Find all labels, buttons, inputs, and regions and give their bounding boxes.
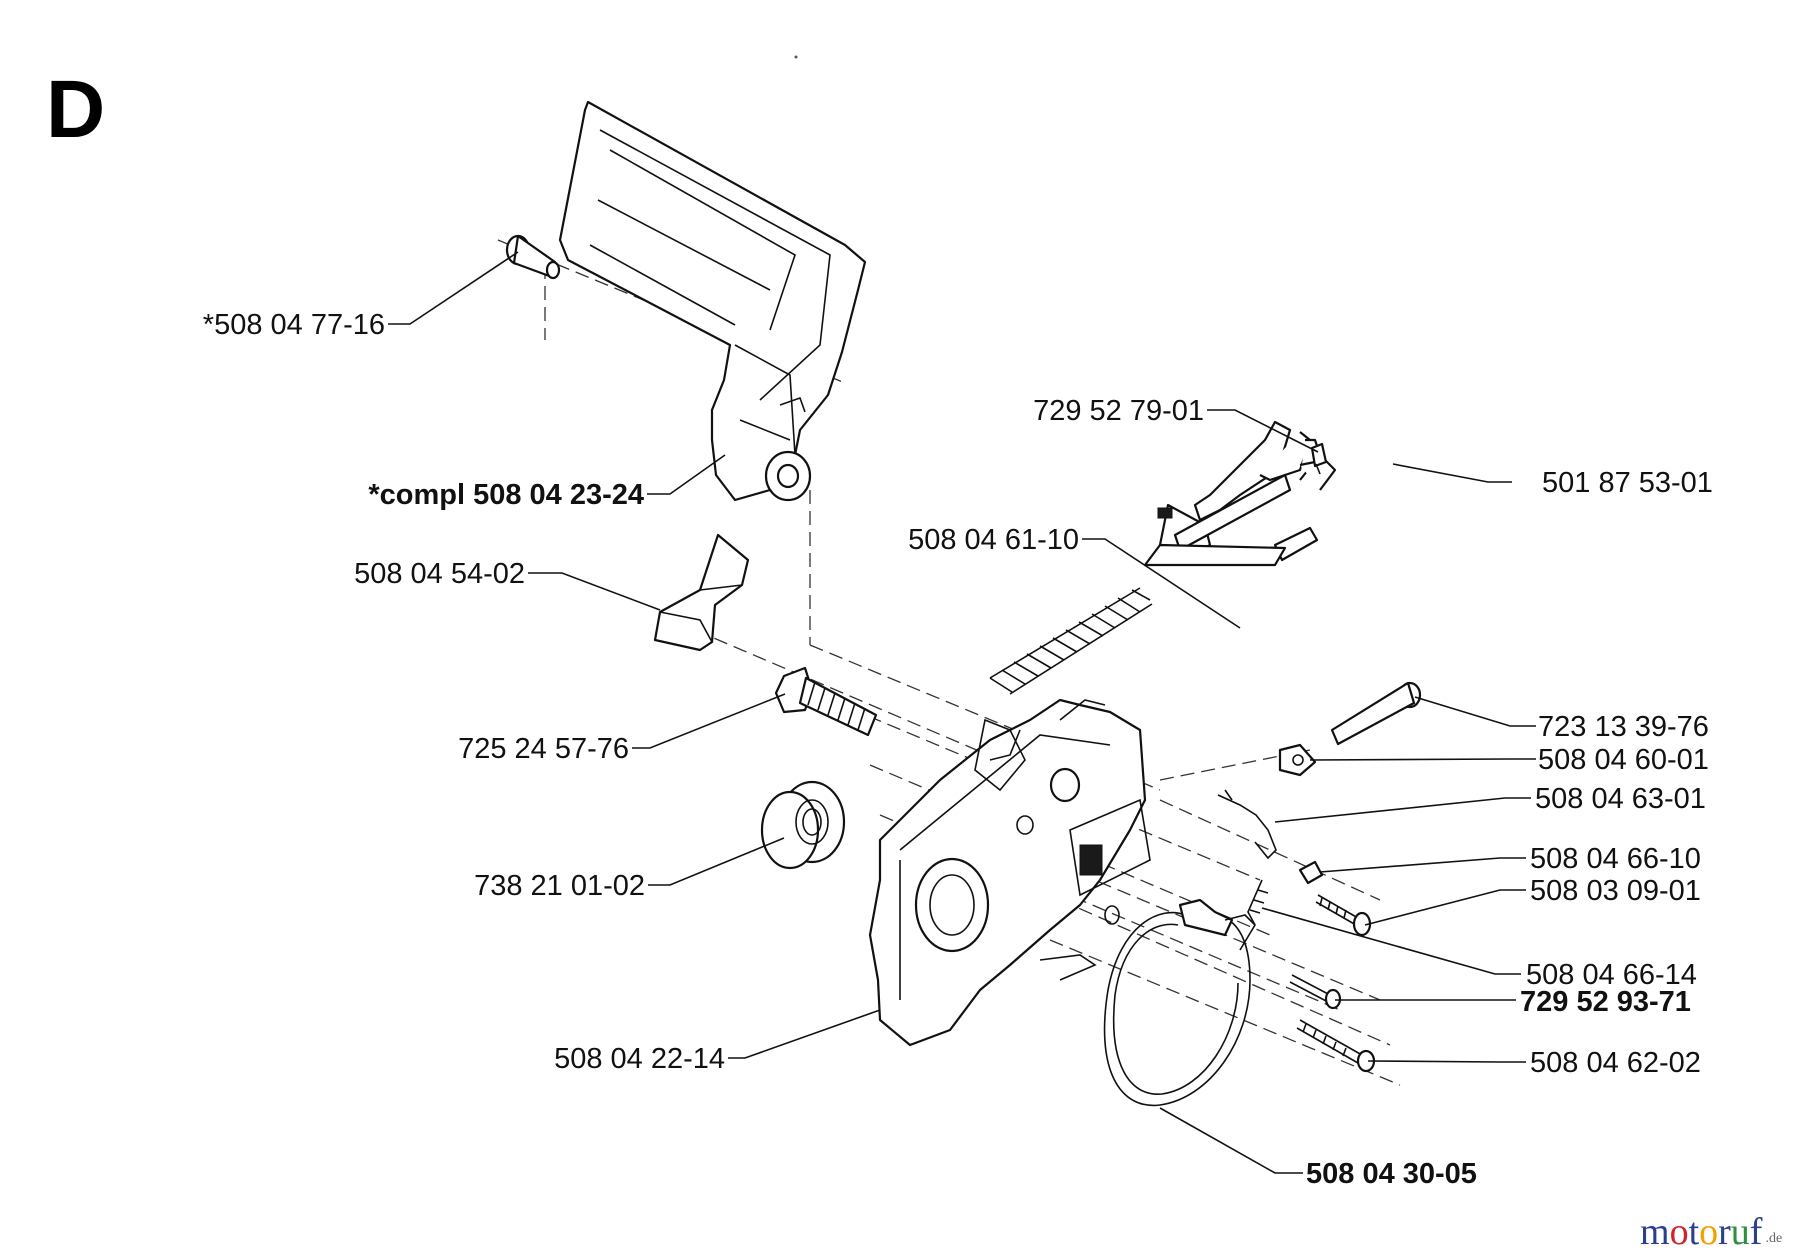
wm-letter: u [1731,1211,1750,1253]
spring-clip [1217,789,1277,860]
brake-band [1103,898,1256,1107]
label-brake-lever: 501 87 53-01 [1542,467,1713,499]
label-bearing: 738 21 01-02 [474,870,645,902]
wm-letter: o [1670,1211,1689,1253]
wm-letter: f [1750,1211,1763,1253]
label-clutch-cover: 508 04 22-14 [554,1043,725,1075]
brake-lever [1143,420,1337,567]
screw-0309 [1315,894,1372,937]
wm-letter: m [1640,1211,1670,1253]
label-spring-clip: 508 04 63-01 [1535,783,1706,815]
screw-6202 [1296,1019,1376,1073]
brake-spring [989,587,1153,695]
tension-screw [774,666,878,737]
label-brake-spring: 508 04 61-10 [908,524,1079,556]
long-pin [1330,681,1422,746]
label-brake-handle-compl: *compl 508 04 23-24 [368,479,644,511]
label-tension-screw: 725 24 57-76 [458,733,629,765]
label-lever-screw: 729 52 79-01 [1033,395,1204,427]
label-screw-9371: 729 52 93-71 [1520,986,1691,1018]
chain-brake-handle [558,100,867,502]
stray-dot [794,55,798,59]
leader-lines [388,251,1536,1174]
label-long-pin: 723 13 39-76 [1538,711,1709,743]
label-chain-catcher: 508 04 54-02 [354,558,525,590]
wm-letter: r [1718,1211,1731,1253]
label-washer: 508 04 60-01 [1538,744,1709,776]
small-spring [1239,879,1269,951]
watermark-logo: motoruf.de [1640,1211,1782,1253]
bearing [760,780,846,870]
lever-screw [1310,442,1328,475]
section-letter: D [46,64,105,155]
screw-9371 [1289,974,1342,1010]
label-screw-6202: 508 04 62-02 [1530,1047,1701,1079]
label-brake-band: 508 04 30-05 [1306,1158,1477,1190]
wm-suffix: .de [1765,1231,1782,1246]
clutch-cover [868,698,1151,1047]
pivot-pin [505,234,561,280]
washer [1278,743,1317,777]
label-pivot-pin: *508 04 77-16 [203,309,385,341]
watermark: motoruf.de [1640,1211,1782,1253]
label-sleeve: 508 04 66-10 [1530,843,1701,875]
chain-catcher [653,533,750,652]
part-number-labels: *508 04 77-16 *compl 508 04 23-24 508 04… [203,309,1713,1190]
label-screw-0309: 508 03 09-01 [1530,875,1701,907]
wm-letter: t [1689,1211,1700,1253]
label-small-spring: 508 04 66-14 [1526,959,1697,991]
sleeve [1298,860,1324,885]
wm-letter: o [1699,1211,1718,1253]
